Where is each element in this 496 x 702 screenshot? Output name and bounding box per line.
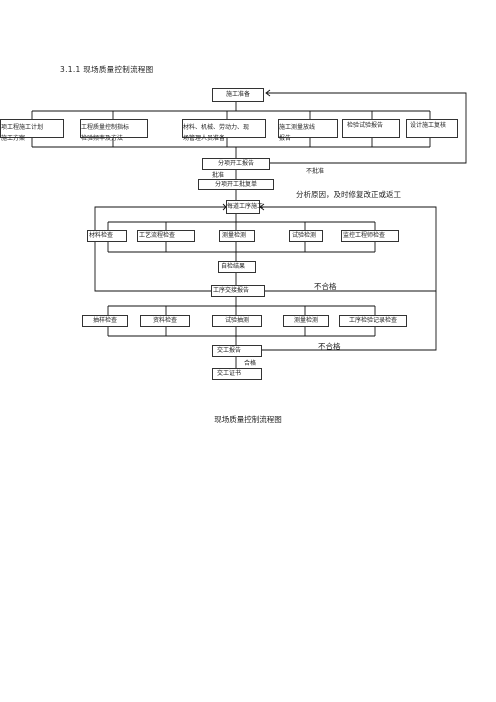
check-box-material: 材料检查 bbox=[87, 230, 127, 242]
check-box-supervisor: 监控工程师检查 bbox=[341, 230, 399, 242]
approved-label: 批准 bbox=[212, 172, 225, 179]
verify-box-record: 工序检验记录检查 bbox=[339, 315, 407, 327]
verify-box-sampling: 抽样检查 bbox=[82, 315, 128, 327]
verify-box-survey: 测量检测 bbox=[283, 315, 329, 327]
prep-resources-line1: 材料、机械、劳动力、现 bbox=[183, 124, 250, 131]
open-report-box: 分项开工报告 bbox=[202, 158, 270, 170]
verify-box-documents: 资料检查 bbox=[140, 315, 190, 327]
prep-box-quality-index: 工程质量控制指标 检验频率及方法 bbox=[80, 119, 148, 142]
analysis-note: 分析原因，及时修复改正或返工 bbox=[296, 190, 401, 199]
check-box-survey: 测量检测 bbox=[219, 230, 255, 242]
prep-plan-line1: 项工程施工计划 bbox=[1, 124, 44, 131]
prep-box-test-report: 检验试验报告 bbox=[342, 119, 400, 138]
not-approved-label: 不批准 bbox=[306, 168, 325, 175]
prep-box-design-review: 设计施工复核 bbox=[406, 119, 458, 138]
handover-report-box: 工序交接报告 bbox=[211, 285, 265, 297]
start-box: 施工准备 bbox=[212, 88, 264, 102]
check-box-process: 工艺流程检查 bbox=[137, 230, 195, 242]
section-title: 3.1.1 现场质量控制流程图 bbox=[60, 65, 154, 74]
prep-box-survey: 施工测量放线 报告 bbox=[278, 119, 338, 142]
fail-label-1: 不合格 bbox=[314, 282, 337, 291]
each-process-label: 每道工序施工 bbox=[226, 203, 263, 210]
prep-quality-line2: 检验频率及方法 bbox=[81, 135, 124, 142]
prep-box-plan: 项工程施工计划 施工方案 bbox=[0, 119, 64, 142]
prep-resources-line2: 场管理人员准备 bbox=[183, 135, 226, 142]
prep-survey-line1: 施工测量放线 bbox=[279, 124, 316, 131]
fail-label-2: 不合格 bbox=[318, 342, 341, 351]
check-box-test: 试验检测 bbox=[289, 230, 323, 242]
prep-plan-line2: 施工方案 bbox=[1, 135, 26, 142]
handover-result-box: 交工报告 bbox=[212, 345, 262, 357]
certificate-box: 交工证书 bbox=[212, 368, 262, 380]
each-process-box: 每道工序施工 bbox=[226, 200, 263, 214]
prep-quality-line1: 工程质量控制指标 bbox=[81, 124, 130, 131]
figure-caption: 现场质量控制流程图 bbox=[214, 415, 282, 424]
self-check-box: 自检结果 bbox=[218, 261, 256, 273]
prep-survey-line2: 报告 bbox=[279, 135, 292, 142]
pass-label: 合格 bbox=[244, 360, 257, 367]
approval-sheet-box: 分项开工批复单 bbox=[198, 179, 274, 190]
verify-box-test-sampling: 试验抽测 bbox=[212, 315, 262, 327]
prep-box-resources: 材料、机械、劳动力、现 场管理人员准备 bbox=[182, 119, 266, 142]
